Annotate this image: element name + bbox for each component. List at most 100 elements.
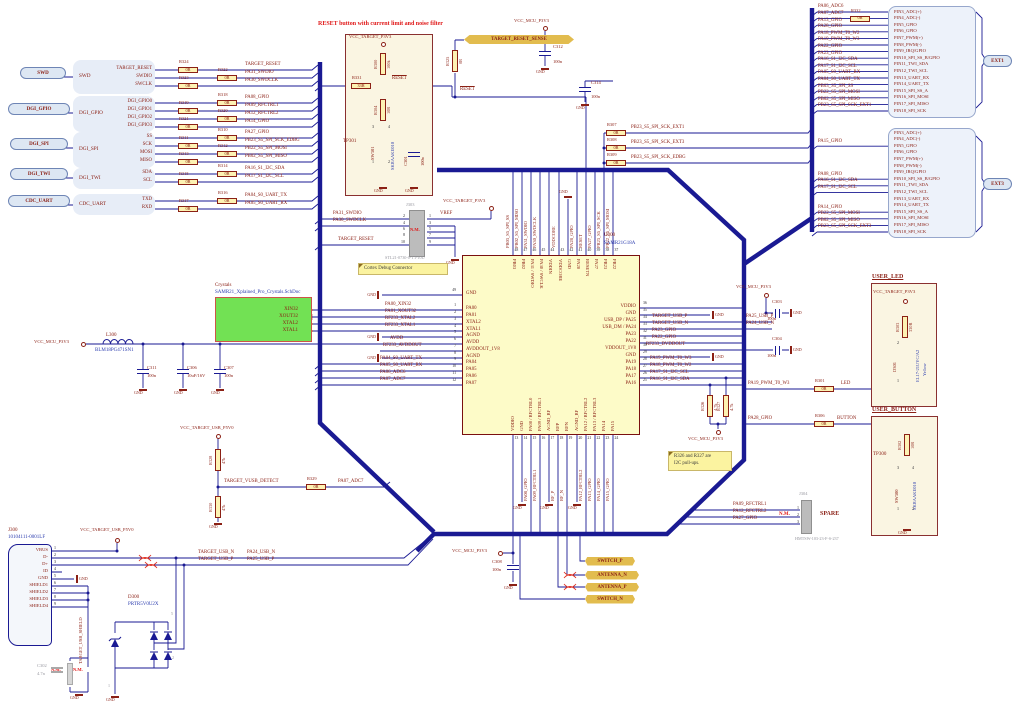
capacitor-C306[interactable] [177, 368, 189, 371]
resistor-R306[interactable]: 0R [814, 421, 834, 427]
cortex-debug-connector[interactable] [409, 210, 425, 257]
port-tag-EXT3[interactable]: EXT3 [983, 178, 1012, 190]
port-tag-DGI_TWI[interactable]: DGI_TWI [10, 168, 68, 180]
resistor-R304[interactable] [380, 99, 386, 121]
net-label: RF233_XTAL1 [385, 323, 416, 329]
net-label: PA06_ADC6 [818, 4, 844, 10]
port-tag-EXT1[interactable]: EXT1 [983, 55, 1012, 67]
usb-connector-j300[interactable] [8, 544, 52, 646]
resistor-R307[interactable]: 0R [606, 130, 626, 136]
resistor-R316[interactable]: 0R [217, 198, 237, 204]
group-box-DGI_TWI[interactable] [73, 168, 155, 189]
net-tag-TARGET_RESET_SENSE[interactable]: TARGET_RESET_SENSE [464, 35, 574, 44]
resistor-R314[interactable]: 0R [217, 171, 237, 177]
resistor-R320[interactable]: 0R [217, 116, 237, 122]
resistor-R327[interactable] [723, 395, 729, 417]
resistor-R312[interactable]: 0R [217, 151, 237, 157]
note[interactable]: Cortex Debug Connector [358, 263, 448, 275]
capacitor-C308[interactable] [507, 568, 519, 571]
resistor-R322[interactable]: 0R [217, 75, 237, 81]
capacitor-C304[interactable] [778, 345, 781, 355]
group-box-CDC_UART[interactable] [73, 194, 155, 215]
pin-number: 5 [454, 329, 456, 334]
resistor-R317[interactable]: 0R [178, 206, 198, 212]
label: 8 [54, 593, 56, 599]
resistor-R329[interactable]: 0R [306, 484, 326, 490]
label: 100n [767, 353, 776, 358]
header-box-EXT3[interactable] [888, 128, 976, 238]
resistor-R318[interactable]: 0R [217, 100, 237, 106]
resistor-R310[interactable]: 0R [217, 135, 237, 141]
resistor-R302[interactable] [904, 434, 910, 456]
resistor-R328[interactable] [215, 449, 221, 471]
net-tag-SWITCH_P[interactable]: SWITCH_P [585, 556, 635, 566]
crystals-sheet-symbol[interactable] [215, 297, 312, 342]
resistor-R309[interactable]: 0R [606, 160, 626, 166]
net-label: PA25_USB_P [247, 557, 275, 563]
resistor-R324[interactable]: 0R [178, 67, 198, 73]
capacitor-C303[interactable] [778, 308, 781, 318]
header-box-EXT1[interactable] [888, 6, 976, 118]
port-tag-CDC_UART[interactable]: CDC_UART [8, 195, 70, 207]
gnd-symbol [451, 259, 459, 261]
resistor-R303[interactable] [902, 316, 908, 338]
pin-name: XTAL1 [466, 327, 481, 333]
resistor-R315[interactable]: 0R [178, 179, 198, 185]
capacitor-C314[interactable] [579, 90, 591, 93]
label: 100n [224, 373, 233, 378]
resistor-R311[interactable]: 0R [178, 143, 198, 149]
resistor-R326[interactable] [707, 395, 713, 417]
resistor-R308[interactable]: 0R [606, 145, 626, 151]
group-box-DGI_GPIO[interactable] [73, 96, 155, 132]
port-tag-SWD[interactable]: SWD [20, 67, 66, 79]
net-tag-ANTENNA_P[interactable]: ANTENNA_P [585, 582, 639, 592]
capacitor-C301[interactable] [408, 155, 420, 158]
power-net-label: VCC_MCU_P3V3 [736, 284, 771, 289]
resistor-R323[interactable]: 0R [178, 83, 198, 89]
capacitor-C311[interactable] [137, 372, 149, 375]
net-tag-SWITCH_N[interactable]: SWITCH_N [585, 594, 635, 604]
capacitor-C304[interactable] [774, 345, 777, 355]
inductor-coil[interactable] [102, 339, 134, 345]
group-box-DGI_SPI[interactable] [73, 132, 155, 168]
resistor-nm-resistor[interactable] [67, 663, 73, 685]
pin-number: 36 [643, 300, 647, 305]
resistor-R321[interactable]: 0R [178, 124, 198, 130]
label: N.M. [73, 667, 83, 672]
capacitor-C306[interactable] [177, 372, 189, 375]
capacitor-C308[interactable] [507, 564, 519, 567]
port-tag-DGI_SPI[interactable]: DGI_SPI [10, 138, 68, 150]
resistor-R325[interactable] [452, 50, 458, 72]
resistor-R332[interactable]: 0R [850, 15, 870, 22]
resistor-R301[interactable]: 0R [814, 386, 834, 392]
group-box-SWD[interactable] [73, 60, 155, 94]
reset-circuit-box[interactable] [345, 34, 433, 196]
label: 4.7n [37, 671, 45, 676]
net-tag-ANTENNA_N[interactable]: ANTENNA_N [585, 570, 639, 580]
capacitor-C307[interactable] [214, 368, 226, 371]
mcu-chip-U300[interactable] [462, 255, 640, 435]
resistor-R300[interactable] [380, 53, 386, 75]
label: SHIELD4 [29, 603, 48, 608]
resistor-R330[interactable] [215, 496, 221, 518]
label: C307 [224, 365, 234, 370]
capacitor-C302[interactable] [51, 671, 63, 673]
capacitor-C301[interactable] [408, 151, 420, 154]
port-tag-DGI_GPIO[interactable]: DGI_GPIO [8, 103, 70, 115]
capacitor-C302[interactable] [51, 667, 63, 669]
user-led-box[interactable] [871, 283, 937, 407]
resistor-R319[interactable]: 0R [178, 108, 198, 114]
capacitor-C311[interactable] [137, 368, 149, 371]
resistor-R313[interactable]: 0R [178, 159, 198, 165]
resistor-R331[interactable]: 33R [351, 83, 371, 89]
capacitor-C307[interactable] [214, 372, 226, 375]
net-label-vertical: 4.7k [729, 403, 734, 412]
capacitor-C314[interactable] [579, 86, 591, 89]
spare-connector-j304[interactable] [801, 500, 812, 534]
resistor-value: 0R [224, 197, 230, 203]
capacitor-C303[interactable] [774, 308, 777, 318]
capacitor-C312[interactable] [539, 54, 551, 57]
capacitor-C312[interactable] [539, 50, 551, 53]
label: SHIELD3 [29, 596, 48, 601]
